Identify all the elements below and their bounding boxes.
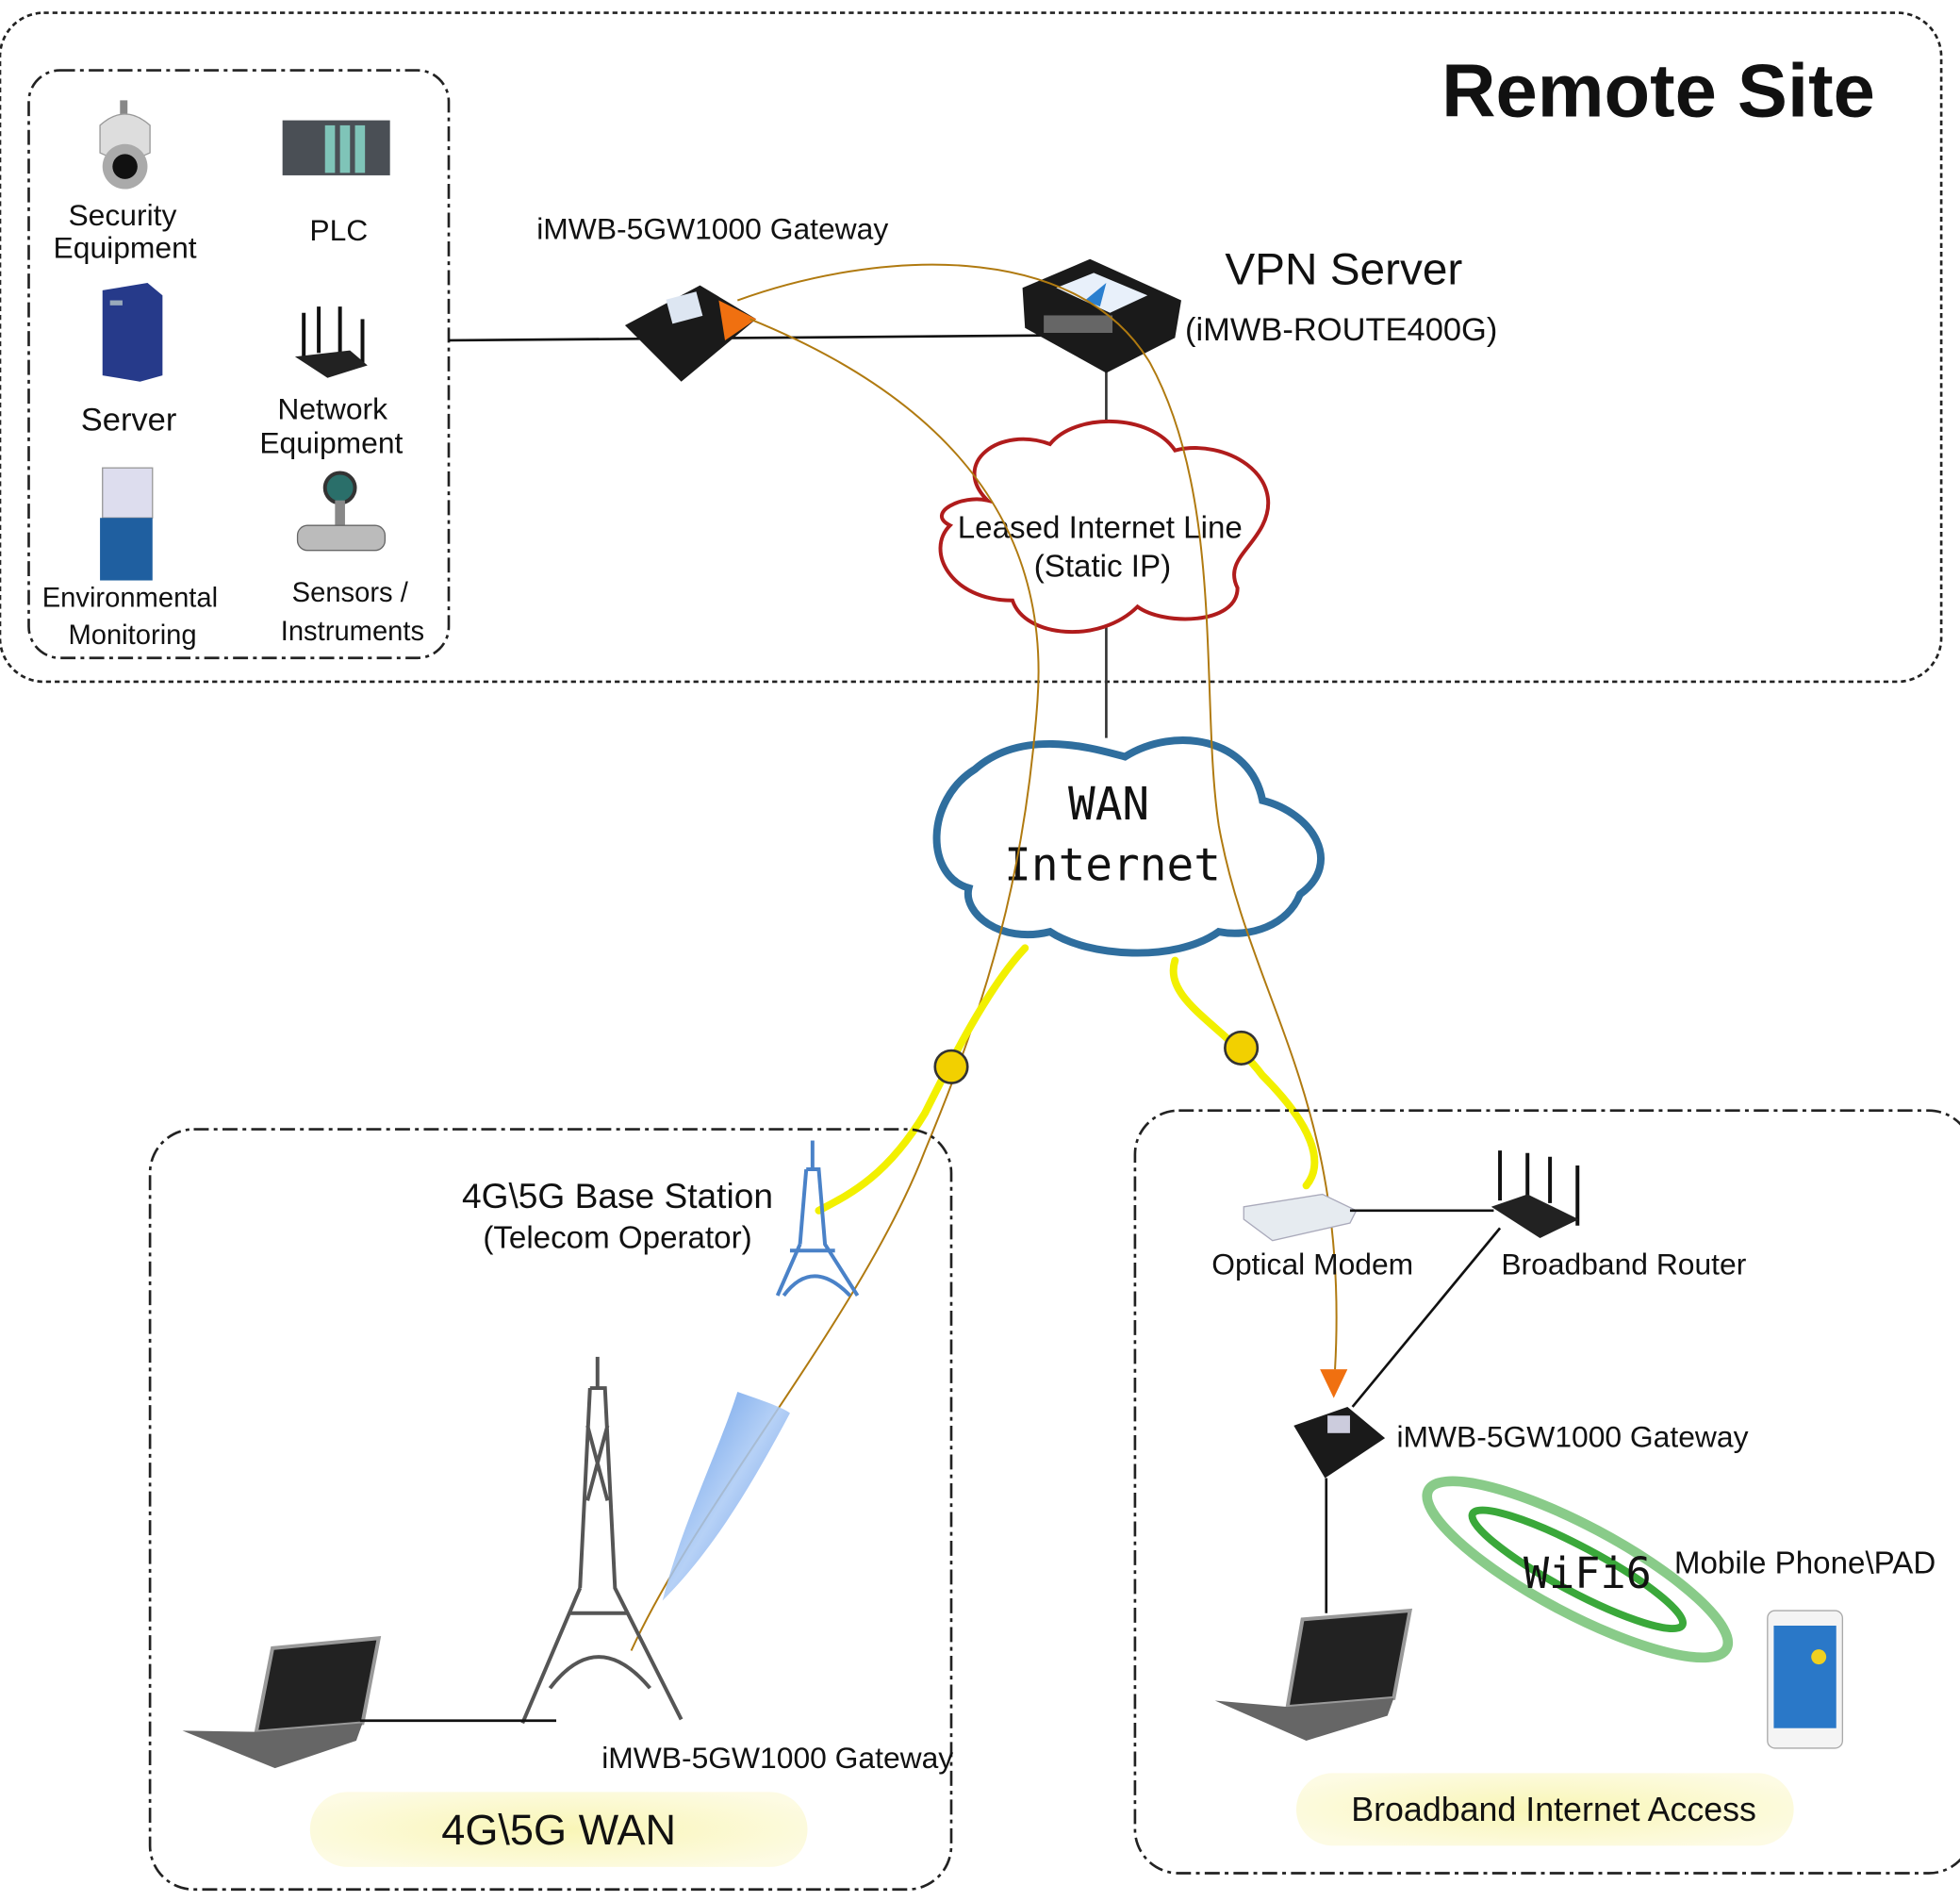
- vpn-server-model: (iMWB-ROUTE400G): [1185, 312, 1497, 348]
- optical-modem-label: Optical Modem: [1211, 1247, 1413, 1281]
- optical-modem-icon: [1243, 1193, 1358, 1242]
- cellular-gateway-label: iMWB-5GW1000 Gateway: [601, 1741, 953, 1775]
- wifi-label: WiFi6: [1524, 1548, 1652, 1598]
- wifi-signal-icon: [1422, 1476, 1734, 1663]
- device-label-server: Server: [81, 402, 177, 438]
- remote-gateway-label: iMWB-5GW1000 Gateway: [536, 212, 888, 246]
- cellular-banner: [309, 1792, 808, 1867]
- vpn-server-device: [1022, 258, 1181, 373]
- environmental-monitor-icon: [100, 467, 154, 581]
- broadband-banner: [1295, 1773, 1794, 1846]
- tunnel-arrow-icon: [1320, 1369, 1348, 1398]
- broadband-gateway-label: iMWB-5GW1000 Gateway: [1396, 1419, 1748, 1453]
- security-camera-icon: [99, 100, 151, 190]
- broadband-router-label: Broadband Router: [1501, 1247, 1746, 1281]
- connector-icon: [1224, 1030, 1260, 1066]
- leased-line-label: Leased Internet Line(Static IP): [958, 510, 1243, 584]
- broadband-laptop-icon: [1214, 1608, 1413, 1741]
- plc-icon: [282, 120, 390, 175]
- remote-site-title: Remote Site: [1441, 49, 1875, 133]
- broadband-gateway-device: [1293, 1406, 1386, 1479]
- cellular-banner-text: 4G\5G WAN: [441, 1806, 676, 1854]
- broadband-banner-text: Broadband Internet Access: [1351, 1791, 1756, 1828]
- signal-beam-icon: [662, 1392, 790, 1601]
- server-icon: [102, 282, 163, 382]
- mobile-label: Mobile Phone\PAD: [1674, 1546, 1935, 1580]
- cellular-laptop-icon: [182, 1636, 382, 1769]
- network-equipment-icon: [294, 306, 368, 378]
- broadband-router-icon: [1491, 1150, 1580, 1238]
- leased-line-cloud: [938, 419, 1271, 634]
- base-station-label: 4G\5G Base Station(Telecom Operator): [462, 1176, 773, 1255]
- cellular-zone: [148, 1128, 953, 1892]
- wan-cloud: [932, 736, 1325, 957]
- device-group: [27, 69, 451, 660]
- base-station-tower-icon: [775, 1140, 860, 1298]
- device-label-sensors: Sensors /Instruments: [281, 578, 424, 647]
- vpn-server-label: VPN Server: [1225, 244, 1462, 294]
- mobile-phone-icon: [1767, 1610, 1844, 1749]
- cables: [815, 944, 1319, 1215]
- broadband-zone: [1133, 1109, 1960, 1875]
- connector-icon: [933, 1049, 969, 1084]
- device-label-plc: PLC: [309, 213, 368, 247]
- eiffel-tower-icon: [520, 1356, 684, 1725]
- remote-gateway-device: [624, 285, 757, 382]
- sensor-instrument-icon: [296, 471, 387, 552]
